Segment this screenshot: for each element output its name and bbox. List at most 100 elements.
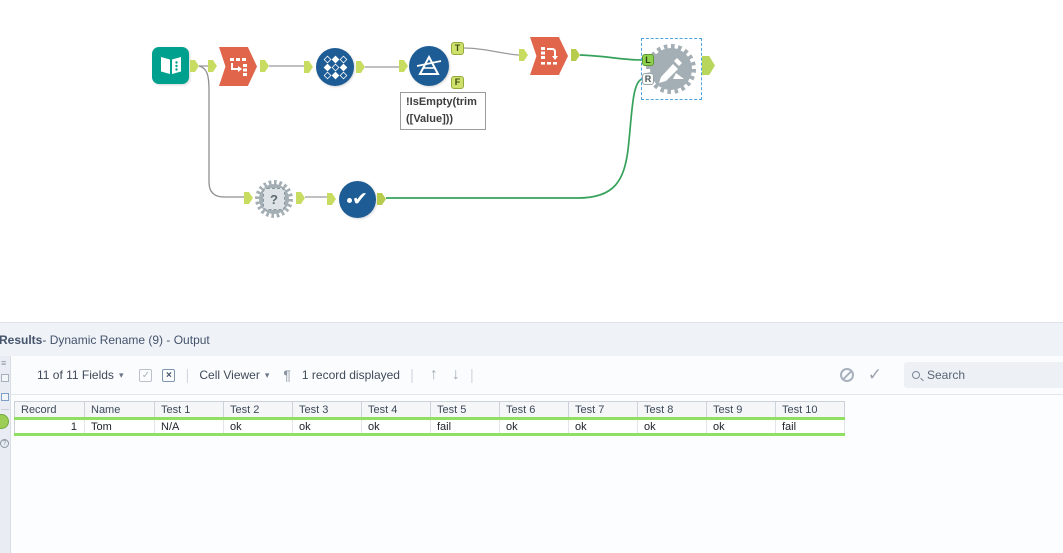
table-cell[interactable]: ok [223, 418, 293, 436]
summarize-tool[interactable] [316, 48, 354, 86]
table-cell[interactable]: ok [499, 418, 569, 436]
check-tool[interactable]: ✔ [339, 181, 376, 218]
cell-viewer-dropdown[interactable]: Cell Viewer [199, 368, 260, 382]
apply-check-icon[interactable]: ✓ [867, 365, 882, 384]
cross-tab-input-anchor[interactable] [519, 49, 528, 61]
table-cell[interactable]: ok [292, 418, 362, 436]
transpose-output-anchor[interactable] [260, 60, 269, 72]
results-side-strip: ≡ ? [0, 356, 11, 553]
annotation-line-2: ([Value])) [406, 113, 454, 125]
connection-filter-true-to-crosstab[interactable] [463, 47, 520, 56]
up-arrow-icon[interactable]: ↑ [429, 366, 438, 383]
annotation-line-1: !IsEmpty(trim [406, 96, 477, 108]
macro-tool[interactable]: ? [255, 180, 293, 218]
filter-funnel-icon [416, 54, 442, 75]
connection-wires [198, 47, 643, 199]
panel-icon-2[interactable] [1, 393, 9, 401]
column-header-test-5[interactable]: Test 5 [430, 401, 500, 420]
rename-right-input-anchor[interactable]: R [642, 73, 654, 85]
pilcrow-icon[interactable]: ¶ [283, 367, 291, 383]
text-input-output-anchor[interactable] [190, 60, 199, 72]
dynamic-rename-tool[interactable] [646, 44, 696, 94]
results-title: Results [0, 332, 43, 347]
results-toolbar: 11 of 11 Fields ▾ ✓ × | Cell Viewer ▾ ¶ … [11, 356, 1063, 395]
table-cell[interactable]: ok [568, 418, 638, 436]
filter-input-anchor[interactable] [399, 60, 408, 72]
filter-tool[interactable] [409, 46, 449, 86]
table-cell[interactable]: 1 [14, 418, 85, 436]
selection-rectangle [641, 38, 702, 100]
dot-icon [347, 198, 352, 203]
table-cell[interactable]: ok [706, 418, 776, 436]
column-header-name[interactable]: Name [84, 401, 155, 420]
results-subtitle: - Dynamic Rename (9) - Output [42, 332, 210, 347]
search-icon [912, 371, 920, 379]
transpose-icon [230, 57, 247, 76]
select-all-checkbox[interactable]: ✓ [139, 368, 153, 382]
column-header-test-3[interactable]: Test 3 [292, 401, 362, 420]
text-input-tool[interactable] [152, 47, 189, 84]
checkmark-icon: ✔ [352, 189, 368, 210]
search-input[interactable] [927, 368, 1037, 382]
column-header-test-4[interactable]: Test 4 [361, 401, 431, 420]
diamond-grid-icon [323, 55, 347, 79]
check-output-anchor[interactable] [377, 193, 386, 205]
table-cell[interactable]: fail [430, 418, 500, 436]
column-header-test-7[interactable]: Test 7 [568, 401, 638, 420]
book-icon [160, 57, 181, 74]
column-header-test-1[interactable]: Test 1 [154, 401, 224, 420]
menu-icon[interactable]: ≡ [1, 358, 7, 368]
rename-pencil-icon [659, 58, 684, 83]
check-input-anchor[interactable] [327, 193, 336, 205]
rename-output-anchor[interactable] [702, 56, 715, 75]
column-header-test-9[interactable]: Test 9 [706, 401, 776, 420]
table-cell[interactable]: fail [775, 418, 845, 436]
deselect-box-icon[interactable]: × [162, 368, 176, 382]
filter-annotation[interactable]: !IsEmpty(trim ([Value])) [400, 92, 486, 130]
cross-tab-icon [541, 47, 558, 65]
filter-false-anchor[interactable]: F [451, 76, 464, 89]
block-icon[interactable] [839, 368, 854, 382]
column-header-test-2[interactable]: Test 2 [223, 401, 293, 420]
summarize-output-anchor[interactable] [356, 61, 365, 73]
panel-icon-1[interactable] [1, 374, 9, 382]
table-cell[interactable]: N/A [154, 418, 224, 436]
toolbar-separator: | [409, 366, 414, 384]
output-anchor-indicator[interactable] [0, 414, 9, 429]
search-box[interactable] [904, 362, 1063, 388]
transpose-input-anchor[interactable] [208, 60, 217, 72]
connection-input-to-macro[interactable] [198, 65, 245, 198]
toolbar-separator: | [469, 366, 474, 384]
workflow-canvas[interactable]: T F !IsEmpty(trim ([Value])) L R ? [0, 0, 1063, 322]
column-header-test-8[interactable]: Test 8 [637, 401, 707, 420]
connection-check-to-rename-right[interactable] [386, 78, 643, 199]
results-header: Results - Dynamic Rename (9) - Output [0, 323, 1063, 356]
summarize-input-anchor[interactable] [304, 61, 313, 73]
help-icon[interactable]: ? [0, 439, 9, 448]
toolbar-separator: | [185, 366, 190, 384]
down-arrow-icon[interactable]: ↓ [451, 366, 460, 383]
chevron-down-icon[interactable]: ▾ [264, 369, 270, 380]
strip-divider [1, 409, 9, 410]
fields-dropdown[interactable]: 11 of 11 Fields [37, 368, 114, 382]
question-mark-icon: ? [263, 188, 285, 210]
table-cell[interactable]: Tom [84, 418, 155, 436]
filter-true-anchor[interactable]: T [451, 42, 464, 55]
macro-input-anchor[interactable] [244, 192, 253, 204]
column-header-test-6[interactable]: Test 6 [499, 401, 569, 420]
table-cell[interactable]: ok [361, 418, 431, 436]
results-panel: Results - Dynamic Rename (9) - Output ≡ … [0, 322, 1063, 553]
cross-tab-output-anchor[interactable] [571, 49, 580, 61]
rename-left-input-anchor[interactable]: L [642, 54, 654, 66]
column-header-record[interactable]: Record [14, 401, 85, 420]
connection-crosstab-to-rename-left[interactable] [579, 54, 643, 61]
column-header-test-10[interactable]: Test 10 [775, 401, 845, 420]
macro-output-anchor[interactable] [296, 192, 305, 204]
record-count-label: 1 record displayed [301, 368, 400, 382]
chevron-down-icon[interactable]: ▾ [118, 369, 124, 380]
table-cell[interactable]: ok [637, 418, 707, 436]
